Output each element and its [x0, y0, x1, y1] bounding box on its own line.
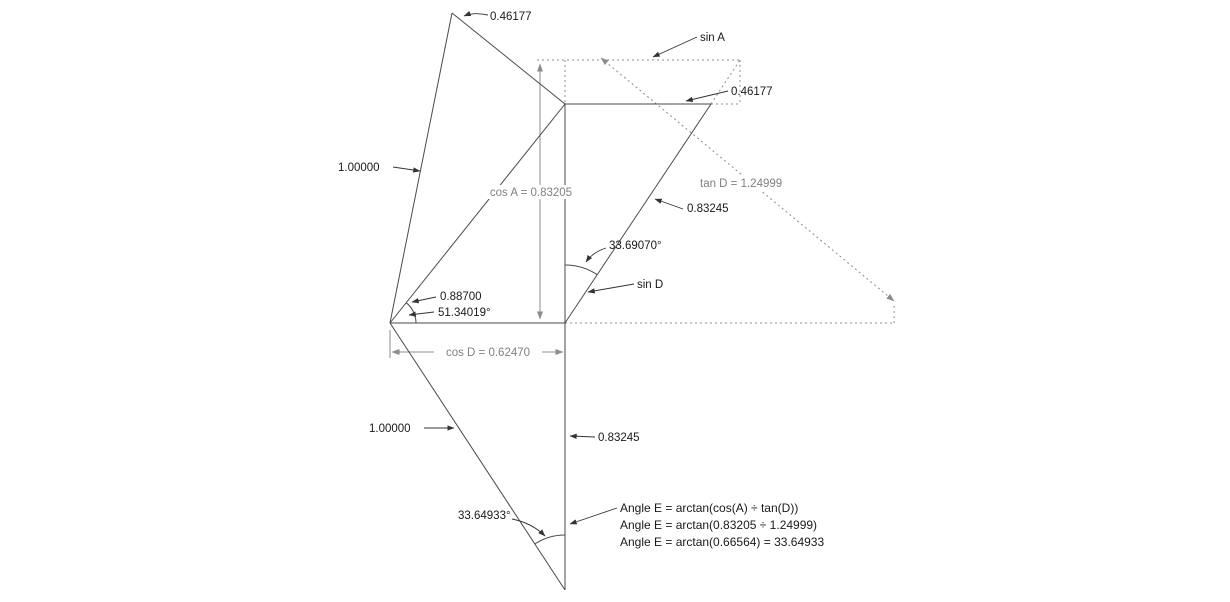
leader-046177-right — [685, 90, 729, 103]
label-angle-d: 51.34019° — [438, 307, 491, 319]
label-sin-d: sin D — [637, 279, 663, 291]
leader-lines — [392, 10, 729, 537]
leader-083245-lower — [569, 433, 596, 439]
leader-sin-a — [652, 36, 698, 58]
angle-arcs — [405, 264, 598, 545]
label-angle-e: 33.64933° — [458, 510, 511, 522]
line-side-046177 — [451, 12, 566, 105]
label-masks — [434, 175, 818, 359]
labels: 0.46177 sin A 0.46177 1.00000 cos A = 0.… — [338, 11, 824, 549]
leader-formula — [569, 507, 618, 525]
label-formula-line2: Angle E = arctan(0.83205 ÷ 1.24999) — [620, 518, 817, 532]
mask-cos-d — [434, 345, 542, 359]
line-diagonal-083245 — [564, 103, 712, 324]
mask-cos-a — [474, 185, 588, 199]
label-side-100000-upper: 1.00000 — [338, 162, 380, 174]
line-side-088700 — [389, 103, 566, 324]
label-angle-a: 33.69070° — [609, 240, 662, 252]
solid-geometry — [389, 12, 712, 591]
label-sin-a: sin A — [700, 32, 725, 44]
leader-083245-upper — [654, 198, 684, 210]
label-side-046177-top: 0.46177 — [490, 11, 532, 23]
label-side-088700: 0.88700 — [440, 291, 482, 303]
arc-angle-e — [534, 534, 566, 545]
line-unit-hypotenuse-lower — [389, 322, 566, 591]
line-unit-hypotenuse-upper — [389, 12, 453, 324]
label-formula-line1: Angle E = arctan(cos(A) ÷ tan(D)) — [620, 501, 798, 515]
leader-angle-a — [585, 247, 607, 263]
label-side-083245-upper: 0.83245 — [687, 203, 729, 215]
label-dim-cos-d: cos D = 0.62470 — [446, 347, 530, 359]
label-formula-line3: Angle E = arctan(0.66564) = 33.64933 — [620, 535, 824, 549]
leader-angle-d — [408, 311, 435, 317]
leader-100000-upper — [392, 166, 421, 173]
arc-angle-d — [405, 302, 417, 324]
label-dim-cos-a: cos A = 0.83205 — [490, 187, 572, 199]
mask-tan-d — [696, 175, 818, 191]
label-dim-tan-d: tan D = 1.24999 — [700, 178, 782, 190]
leader-angle-e — [511, 518, 546, 537]
label-side-046177-right: 0.46177 — [731, 86, 773, 98]
label-side-083245-lower: 0.83245 — [598, 432, 640, 444]
leader-046177-top — [463, 10, 489, 17]
arc-angle-a — [564, 264, 598, 276]
leader-sin-d — [587, 283, 635, 294]
leader-088700 — [411, 296, 437, 304]
label-side-100000-lower: 1.00000 — [369, 423, 411, 435]
